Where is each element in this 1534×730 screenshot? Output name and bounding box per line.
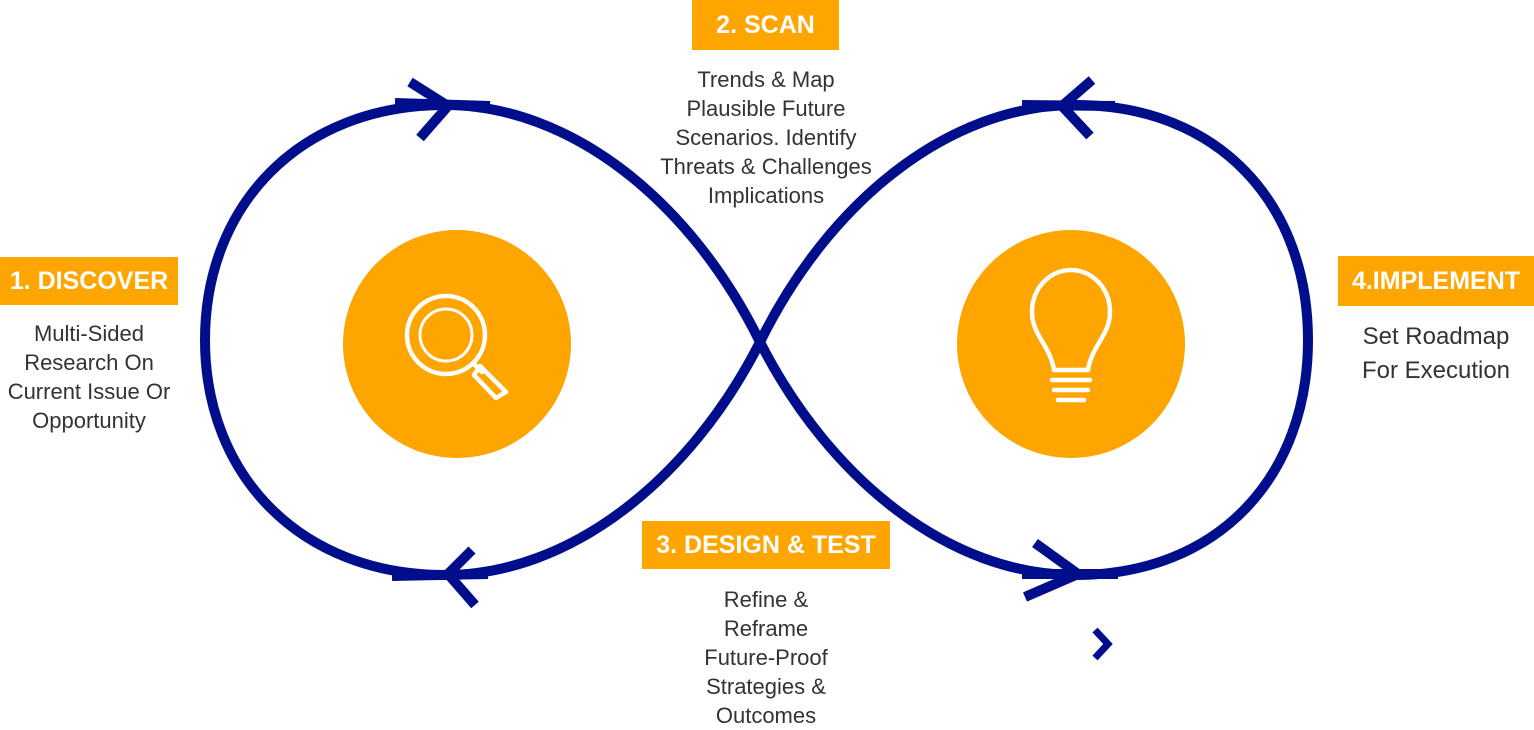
step-design-badge: 3. DESIGN & TEST	[642, 521, 890, 569]
infinity-loop-left	[199, 99, 765, 581]
chevron-right-icon	[1092, 627, 1113, 661]
discover-circle	[343, 230, 571, 458]
step-implement-badge: 4.IMPLEMENT	[1338, 256, 1534, 306]
step-scan-badge: 2. SCAN	[692, 0, 839, 50]
step-discover-description: Multi-Sided Research On Current Issue Or…	[7, 321, 171, 433]
step-scan-label: 2. SCAN	[716, 10, 815, 39]
infinity-loop-right	[755, 99, 1314, 581]
step-scan-description: Trends & Map Plausible Future Scenarios.…	[660, 67, 872, 208]
step-design-description: Refine & Reframe Future-Proof Strategies…	[704, 587, 828, 728]
implement-circle	[957, 230, 1185, 458]
magnifier-icon	[404, 293, 509, 401]
chevron-right-icon	[407, 77, 456, 142]
step-implement-description: Set Roadmap For Execution	[1361, 323, 1511, 384]
chevron-right-icon	[1023, 538, 1089, 602]
step-discover-label: 1. DISCOVER	[9, 266, 169, 295]
chevron-left-icon	[441, 546, 479, 609]
lightbulb-icon	[1029, 267, 1113, 403]
arrow-left-icon	[391, 569, 489, 581]
chevron-left-icon	[1054, 76, 1096, 140]
step-design-label: 3. DESIGN & TEST	[656, 530, 876, 559]
step-implement-label: 4.IMPLEMENT	[1351, 266, 1521, 295]
step-discover-badge: 1. DISCOVER	[0, 257, 178, 305]
